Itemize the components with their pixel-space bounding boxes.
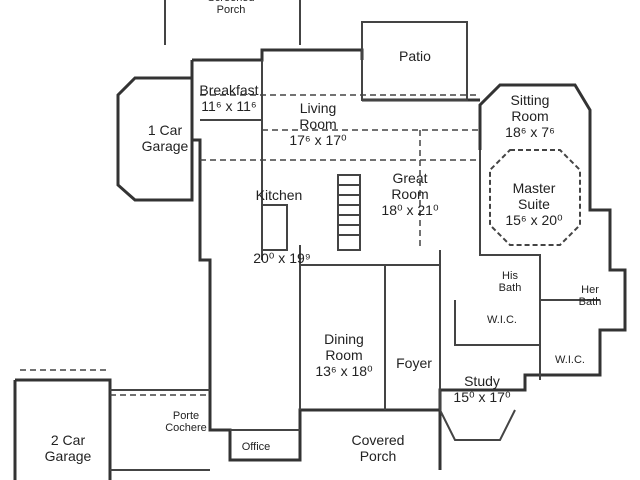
room-label-kitchen: Kitchen [255,187,303,203]
room-label-patio: Patio [399,48,431,64]
room-label-his-bath: His Bath [498,270,522,294]
room-label-wic-2: W.I.C. [555,354,585,366]
room-label-kitchen-dims: 20⁰ x 19⁹ [253,250,311,266]
exterior-wall [190,48,627,470]
room-label-foyer: Foyer [396,355,432,371]
room-label-screened-porch: Screened Porch [207,0,254,16]
room-label-covered-porch: Covered Porch [351,432,405,464]
kitchen-island [261,204,288,251]
dashed-lines [20,94,480,396]
study-bay [439,409,516,441]
staircase [337,174,361,251]
room-label-her-bath: Her Bath [578,284,602,308]
screened-porch-outline [164,0,301,45]
room-label-wic-1: W.I.C. [487,314,517,326]
garage-1-wall [116,76,194,202]
patio-outline [361,21,468,101]
room-label-porte-cochere: Porte Cochere [165,410,207,434]
room-label-1-car-garage: 1 Car Garage [141,122,189,154]
room-label-2-car-garage: 2 Car Garage [44,432,92,464]
room-label-office: Office [241,441,271,453]
garage-2-wall [13,378,112,480]
master-suite-octagon [489,149,581,246]
